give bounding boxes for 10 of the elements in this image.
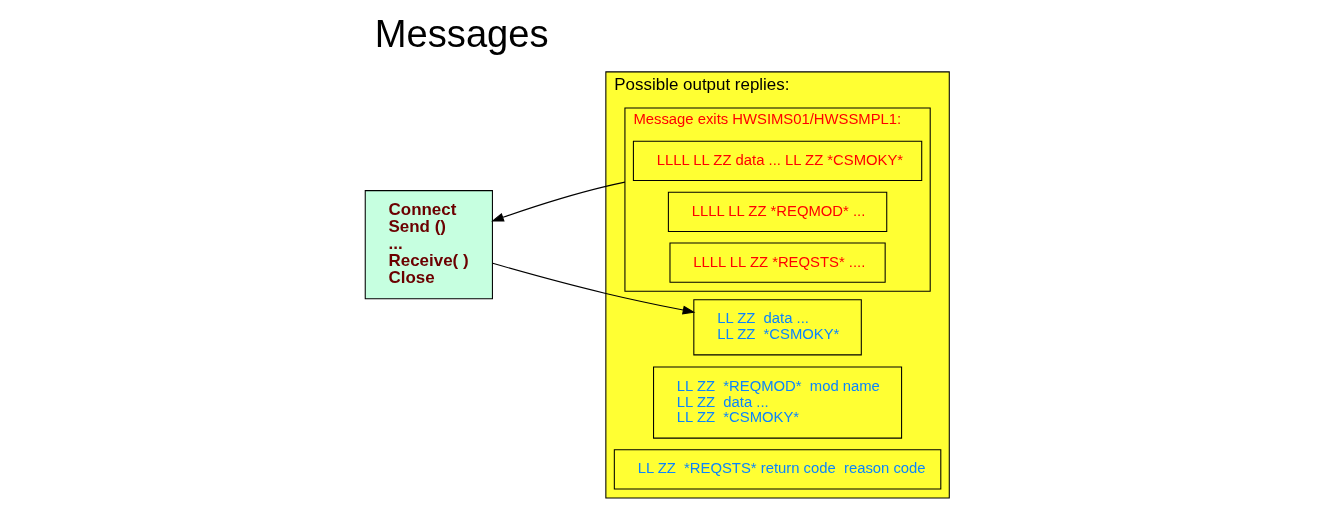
arrow: [492, 262, 696, 315]
node-box: LLLL LL ZZ data ... LL ZZ *CSMOKY*: [632, 140, 923, 182]
node-box: LL ZZ *REQSTS* return code reason code: [613, 449, 942, 490]
node-box: LLLL LL ZZ *REQMOD* ...: [667, 191, 888, 232]
node-box: LL ZZ *REQMOD* mod name LL ZZ data ... LL ZZ *CSMOKY*: [653, 366, 903, 439]
node-box: Connect Send () ... Receive( ) Close: [364, 190, 493, 300]
node-box: LL ZZ data ... LL ZZ *CSMOKY*: [693, 299, 862, 356]
node-box: LLLL LL ZZ *REQSTS* ....: [669, 242, 886, 283]
diagram-title: Messages: [374, 12, 549, 56]
arrow: [491, 181, 626, 222]
